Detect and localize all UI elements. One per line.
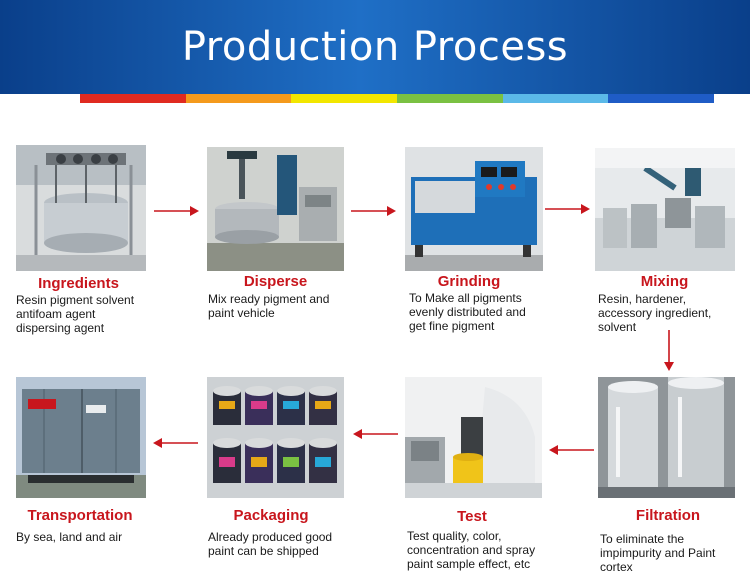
arrow-left-icon xyxy=(548,444,596,456)
dispersing-machine-photo xyxy=(207,147,344,271)
stripe-light-blue xyxy=(502,94,609,103)
header-banner: Production Process xyxy=(0,0,750,94)
step-title-transportation: Transportation xyxy=(27,507,133,524)
step-title-disperse: Disperse xyxy=(243,273,308,290)
step-desc-transportation: By sea, land and air xyxy=(16,530,123,544)
step-desc-grinding: To Make all pigments evenly distributed … xyxy=(409,291,526,333)
page-title: Production Process xyxy=(181,24,569,70)
step-desc-disperse: Mix ready pigment and paint vehicle xyxy=(208,292,330,320)
filtration-tanks-photo xyxy=(598,377,735,498)
mixing-lab-photo xyxy=(595,148,735,271)
step-title-filtration: Filtration xyxy=(635,507,701,524)
step-title-test: Test xyxy=(457,508,487,525)
arrow-left-icon xyxy=(352,428,400,440)
step-title-mixing: Mixing xyxy=(640,273,689,290)
stripe-orange xyxy=(185,94,292,103)
step-title-packaging: Packaging xyxy=(233,507,309,524)
step-desc-packaging: Already produced good paint can be shipp… xyxy=(208,530,333,558)
stripe-blue xyxy=(608,94,715,103)
step-title-grinding: Grinding xyxy=(437,273,501,290)
ingredients-tanks-photo xyxy=(16,145,146,271)
shipping-container-photo xyxy=(16,377,146,498)
paint-cans-photo xyxy=(207,377,344,498)
color-stripe xyxy=(80,94,715,103)
arrow-left-icon xyxy=(152,437,200,449)
stripe-yellow xyxy=(291,94,398,103)
step-desc-test: Test quality, color, concentration and s… xyxy=(407,529,536,571)
step-desc-ingredients: Resin pigment solvent antifoam agent dis… xyxy=(16,293,135,335)
stripe-green xyxy=(397,94,503,103)
arrow-down-icon xyxy=(663,328,675,372)
stripe-red xyxy=(80,94,186,103)
arrow-right-icon xyxy=(152,205,200,217)
arrow-right-icon xyxy=(349,205,397,217)
step-desc-mixing: Resin, hardener, accessory ingredient, s… xyxy=(598,292,712,334)
arrow-right-icon xyxy=(543,203,591,215)
step-title-ingredients: Ingredients xyxy=(38,275,119,292)
step-desc-filtration: To eliminate the impimpurity and Paint c… xyxy=(600,532,716,574)
grinding-mill-photo xyxy=(405,147,543,271)
spray-test-photo xyxy=(405,377,542,498)
